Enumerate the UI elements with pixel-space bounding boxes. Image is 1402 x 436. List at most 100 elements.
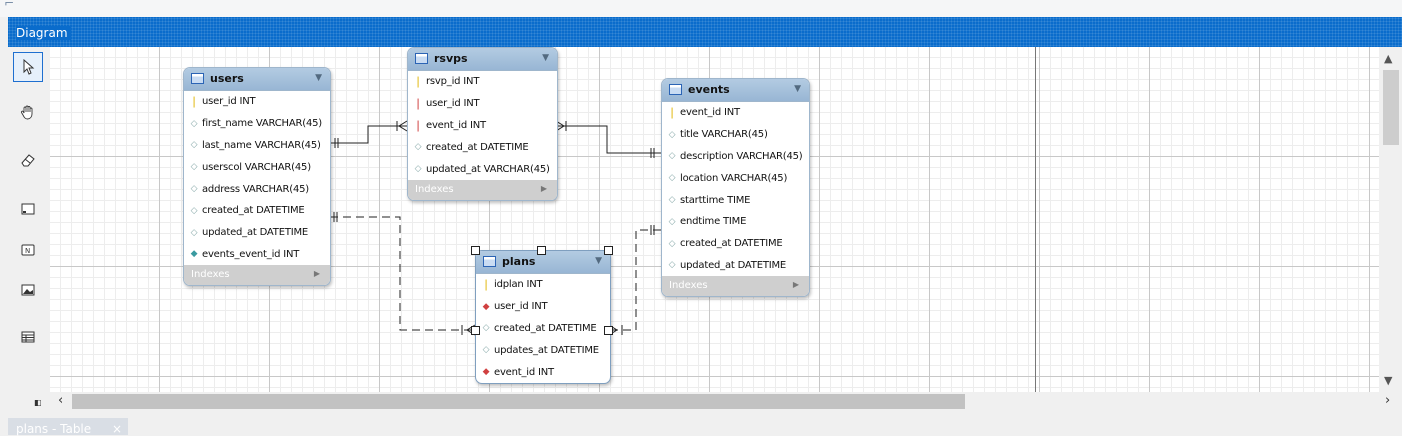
column-icon: ◇: [668, 195, 676, 206]
column-row[interactable]: ◇updates_at DATETIME: [476, 339, 610, 361]
scroll-down-icon[interactable]: ▼: [1384, 374, 1393, 387]
layer-tool-button[interactable]: [13, 194, 43, 224]
column-row[interactable]: ◇updated_at VARCHAR(45): [408, 158, 557, 180]
resize-handle-middle-right[interactable]: [604, 326, 613, 335]
table-header[interactable]: rsvps ▼: [408, 48, 557, 71]
column-row[interactable]: ◇updated_at DATETIME: [184, 222, 330, 244]
column-label: starttime TIME: [680, 194, 751, 206]
eraser-tool-button[interactable]: [13, 145, 43, 175]
primary-key-icon: ❘: [189, 95, 199, 109]
collapse-arrow-icon[interactable]: ▼: [794, 84, 801, 94]
column-row[interactable]: ❘idplan INT: [476, 274, 610, 296]
column-icon: ◇: [668, 238, 676, 249]
column-icon: ◇: [190, 184, 198, 195]
scroll-right-icon[interactable]: ›: [1385, 393, 1391, 408]
select-tool-button[interactable]: [13, 52, 43, 82]
resize-handle-top-right[interactable]: [604, 246, 613, 255]
column-icon: ◇: [190, 205, 198, 216]
panel-title: Diagram: [16, 26, 71, 40]
column-row[interactable]: ◇created_at DATETIME: [408, 136, 557, 158]
diagram-toolbar: N: [8, 47, 50, 395]
scroll-right-button[interactable]: ›: [1379, 392, 1402, 410]
collapse-arrow-icon[interactable]: ▼: [315, 73, 322, 83]
resize-handle-top-center[interactable]: [537, 246, 546, 255]
column-row[interactable]: ◇endtime TIME: [662, 211, 809, 233]
indexes-section[interactable]: Indexes ▶: [184, 265, 330, 286]
column-row[interactable]: ❘user_id INT: [408, 93, 557, 115]
column-icon: ◇: [190, 227, 198, 238]
diagram-canvas[interactable]: users ▼ ❘user_id INT◇first_name VARCHAR(…: [50, 47, 1379, 392]
table-events[interactable]: events ▼ ❘event_id INT◇title VARCHAR(45)…: [661, 78, 810, 298]
column-icon: ◇: [190, 140, 198, 151]
column-row[interactable]: ❘event_id INT: [408, 115, 557, 137]
column-row[interactable]: ❘event_id INT: [662, 102, 809, 124]
text-object-tool-button[interactable]: N: [13, 235, 43, 265]
column-row[interactable]: ◇location VARCHAR(45): [662, 167, 809, 189]
hand-icon: [21, 105, 33, 120]
navigator-toggle-icon[interactable]: ◧: [34, 398, 42, 407]
table-header[interactable]: users ▼: [184, 68, 330, 91]
table-users[interactable]: users ▼ ❘user_id INT◇first_name VARCHAR(…: [183, 67, 331, 287]
column-label: title VARCHAR(45): [680, 129, 768, 141]
column-label: created_at DATETIME: [680, 238, 783, 250]
column-row[interactable]: ◇title VARCHAR(45): [662, 124, 809, 146]
vertical-scrollbar[interactable]: ▲ ▼: [1379, 47, 1402, 392]
table-header[interactable]: events ▼: [662, 79, 809, 102]
table-plans[interactable]: plans ▼ ❘idplan INT◆user_id INT◇created_…: [475, 250, 611, 384]
image-icon: [21, 284, 35, 296]
hand-tool-button[interactable]: [13, 97, 43, 127]
column-row[interactable]: ❘user_id INT: [184, 91, 330, 113]
table-name: plans: [502, 255, 536, 268]
column-label: idplan INT: [494, 279, 543, 291]
column-icon: ◇: [190, 162, 198, 173]
column-row[interactable]: ◆user_id INT: [476, 296, 610, 318]
column-icon: ◇: [414, 164, 422, 175]
foreign-key-icon: ❘: [413, 97, 423, 111]
column-icon: ◇: [414, 142, 422, 153]
scroll-left-icon[interactable]: ‹: [58, 393, 64, 408]
document-icon: ⌐: [4, 0, 15, 10]
column-row[interactable]: ◇created_at DATETIME: [184, 200, 330, 222]
column-icon: ◆: [190, 249, 198, 260]
column-label: event_id INT: [426, 119, 486, 131]
column-row[interactable]: ◆events_event_id INT: [184, 244, 330, 266]
expand-arrow-icon[interactable]: ▶: [540, 183, 547, 193]
column-row[interactable]: ◇description VARCHAR(45): [662, 146, 809, 168]
vertical-scroll-thumb[interactable]: [1383, 70, 1399, 145]
column-row[interactable]: ◇last_name VARCHAR(45): [184, 135, 330, 157]
column-label: location VARCHAR(45): [680, 172, 788, 184]
column-row[interactable]: ◇first_name VARCHAR(45): [184, 113, 330, 135]
resize-handle-middle-left[interactable]: [471, 326, 480, 335]
indexes-section[interactable]: Indexes ▶: [662, 276, 809, 297]
resize-handle-top-left[interactable]: [471, 246, 480, 255]
horizontal-scrollbar[interactable]: ‹: [50, 392, 1379, 410]
column-label: user_id INT: [494, 301, 548, 313]
collapse-arrow-icon[interactable]: ▼: [595, 256, 602, 266]
horizontal-scroll-thumb[interactable]: [72, 394, 965, 409]
scroll-up-icon[interactable]: ▲: [1384, 52, 1393, 65]
table-tool-button[interactable]: [13, 322, 43, 352]
expand-arrow-icon[interactable]: ▶: [313, 269, 320, 279]
column-icon: ◇: [668, 260, 676, 271]
column-row[interactable]: ◇ created_at DATETIME: [662, 233, 809, 255]
column-row[interactable]: ◇userscol VARCHAR(45): [184, 156, 330, 178]
collapse-arrow-icon[interactable]: ▼: [542, 53, 549, 63]
column-row[interactable]: ◇ updated_at DATETIME: [662, 255, 809, 277]
image-tool-button[interactable]: [13, 275, 43, 305]
close-icon[interactable]: ×: [112, 422, 123, 436]
table-rsvps[interactable]: rsvps ▼ ❘rsvp_id INT❘user_id INT❘event_i…: [407, 47, 558, 201]
table-header[interactable]: plans ▼: [476, 251, 610, 274]
column-icon: ◇: [482, 323, 490, 334]
eraser-icon: [21, 154, 35, 167]
table-icon: [191, 73, 204, 84]
column-row[interactable]: ◇created_at DATETIME: [476, 318, 610, 340]
tab-plans-table[interactable]: plans - Table ×: [8, 418, 128, 436]
column-row[interactable]: ◇address VARCHAR(45): [184, 178, 330, 200]
indexes-section[interactable]: Indexes ▶: [408, 179, 557, 200]
column-row[interactable]: ❘rsvp_id INT: [408, 71, 557, 93]
table-icon: [21, 331, 35, 343]
expand-arrow-icon[interactable]: ▶: [792, 280, 799, 290]
column-row[interactable]: ◆event_id INT: [476, 361, 610, 383]
column-row[interactable]: ◇ starttime TIME: [662, 189, 809, 211]
column-label: updated_at DATETIME: [680, 259, 787, 271]
